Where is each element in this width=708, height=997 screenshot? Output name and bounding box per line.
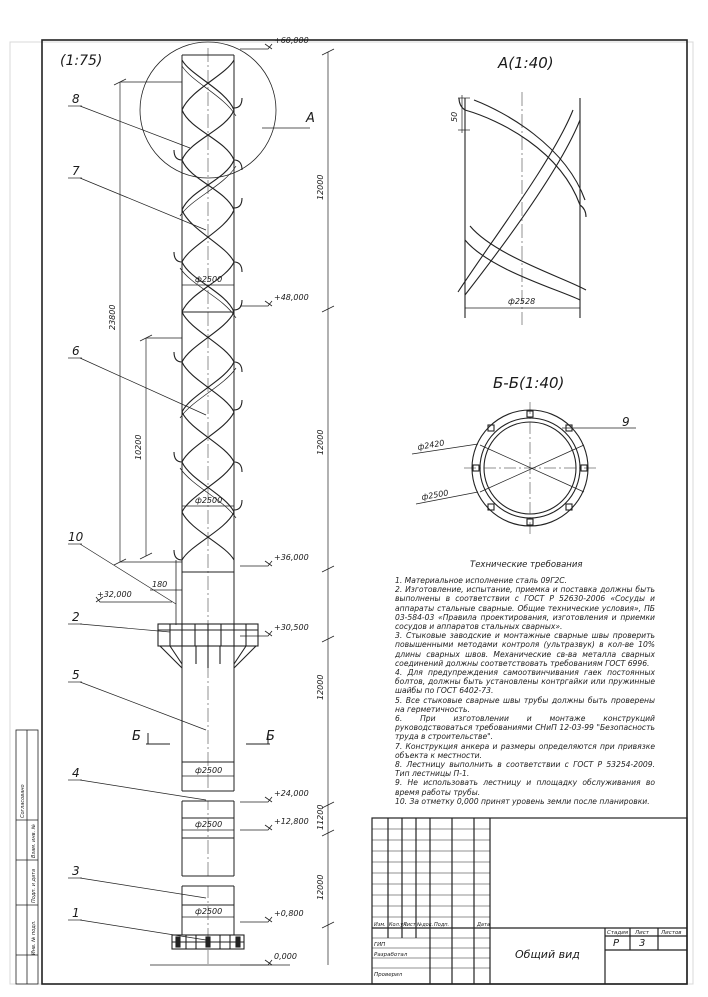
section-mark-right: Б: [266, 729, 275, 744]
detail-a-label: A: [305, 111, 315, 126]
break-gap-1: [176, 791, 240, 801]
section-marks: [146, 733, 270, 745]
elev-24: +24,000: [274, 789, 309, 798]
callout-6: 6: [72, 344, 80, 358]
helical-strakes: [173, 59, 243, 561]
drawing-frame: [41, 39, 688, 985]
sheet-name: Общий вид: [515, 948, 580, 961]
requirement-item: 6. При изготовлении и монтаже конструкци…: [395, 714, 655, 742]
requirement-item: 5. Все стыковые сварные швы трубы должны…: [395, 695, 655, 714]
dia-label-2: ф2500: [195, 496, 222, 505]
requirement-item: 9. Не использовать лестницу и площадку о…: [395, 778, 655, 797]
outer-trim: [9, 41, 694, 985]
stamp-sign-date: Подп. и дата: [31, 869, 37, 903]
elev-36: +36,000: [274, 553, 309, 562]
col-date: Дата: [476, 922, 490, 928]
col-sign: Подп.: [434, 922, 449, 928]
dia-label-4: ф2500: [195, 820, 222, 829]
elev-30-5: +30,500: [274, 623, 309, 632]
dim-seg5: 12000: [316, 875, 325, 900]
title-block-rows: [372, 828, 490, 969]
callout-leaders: [68, 105, 207, 941]
sheet-label: Лист: [634, 930, 650, 936]
dim-seg2: 12000: [316, 430, 325, 455]
dia-label-1: ф2500: [195, 275, 222, 284]
title-block: [371, 817, 688, 985]
detail-circle-a: [139, 41, 277, 179]
role-check: Проверил: [374, 972, 403, 978]
callout-4: 4: [72, 766, 80, 780]
view-a-title: A(1:40): [497, 54, 554, 72]
callout-8: 8: [72, 92, 80, 106]
dia-label-5: ф2500: [195, 907, 222, 916]
stage-label: Стадия: [607, 930, 629, 936]
dim-offset: 180: [152, 580, 167, 589]
dimension-lines: [113, 48, 335, 965]
dim-seg1: 12000: [316, 175, 325, 200]
break-lines: [182, 790, 234, 887]
section-bb-view: [411, 402, 636, 534]
section-mark-left: Б: [132, 729, 141, 744]
elevation-marks: [95, 43, 290, 966]
stamp-inv: Инв. № подл.: [31, 921, 37, 956]
requirement-item: 7. Конструкция анкера и размеры определя…: [395, 741, 655, 760]
requirement-item: 2. Изготовление, испытание, приемка и по…: [395, 585, 655, 632]
elev-0: 0,000: [274, 952, 297, 961]
side-stamp: [15, 729, 39, 985]
callout-1: 1: [72, 906, 80, 920]
requirements-list: 1. Материальное исполнение сталь 09Г2С. …: [395, 576, 655, 806]
requirement-item: 3. Стыковые заводские и монтажные сварны…: [395, 631, 655, 668]
role-gip: ГИП: [374, 942, 385, 948]
sheet-value: 3: [639, 938, 645, 949]
elev-32: +32,000: [97, 590, 132, 599]
col-izm: Изм.: [374, 922, 386, 928]
main-scale: (1:75): [60, 53, 102, 69]
elev-48: +48,000: [274, 293, 309, 302]
stamp-agreed: Согласовано: [20, 784, 26, 818]
requirement-item: 1. Материальное исполнение сталь 09Г2С.: [395, 576, 568, 585]
detail-dim-50: 50: [450, 112, 459, 122]
elev-12-8: +12,800: [274, 817, 309, 826]
requirements-title: Технические требования: [470, 560, 583, 570]
detail-dia: ф2528: [508, 297, 535, 306]
col-list: Лист: [402, 922, 417, 928]
dim-total: 23800: [108, 305, 117, 330]
callout-10: 10: [68, 530, 84, 544]
elev-0-8: +0,800: [274, 909, 304, 918]
callout-2: 2: [72, 610, 80, 624]
elev-60: +60,000: [274, 36, 309, 45]
callout-5: 5: [72, 668, 80, 682]
callout-7: 7: [72, 164, 80, 178]
service-platform: [157, 623, 259, 669]
section-title: Б-Б(1:40): [493, 374, 564, 392]
callout-9: 9: [622, 415, 630, 429]
requirement-item: 4. Для предупреждения самоотвинчивания г…: [395, 668, 655, 696]
detail-a-view: [457, 92, 587, 325]
detail-a-dims: [458, 95, 580, 309]
stage-value: Р: [613, 938, 620, 949]
dim-seg4: 11200: [316, 805, 325, 830]
break-gap-2: [176, 876, 240, 886]
base-flange: [171, 934, 245, 950]
role-dev: Разработал: [374, 952, 408, 958]
dim-mid: 10200: [134, 435, 143, 460]
col-doc: №док.: [416, 922, 433, 928]
requirement-item: 8. Лестницу выполнить в соответствии с Г…: [395, 760, 655, 779]
dim-seg3: 12000: [316, 675, 325, 700]
sheets-label: Листов: [660, 930, 682, 936]
section-dia-outer: ф2500: [421, 488, 449, 502]
callout-3: 3: [72, 864, 80, 878]
stamp-replace: Взам. инв. №: [31, 824, 37, 858]
col-kol: Кол.уч.: [389, 922, 408, 928]
dia-label-3: ф2500: [195, 766, 222, 775]
requirement-item: 10. За отметку 0,000 принят уровень земл…: [395, 796, 650, 806]
main-diameter-lines: [182, 284, 234, 918]
